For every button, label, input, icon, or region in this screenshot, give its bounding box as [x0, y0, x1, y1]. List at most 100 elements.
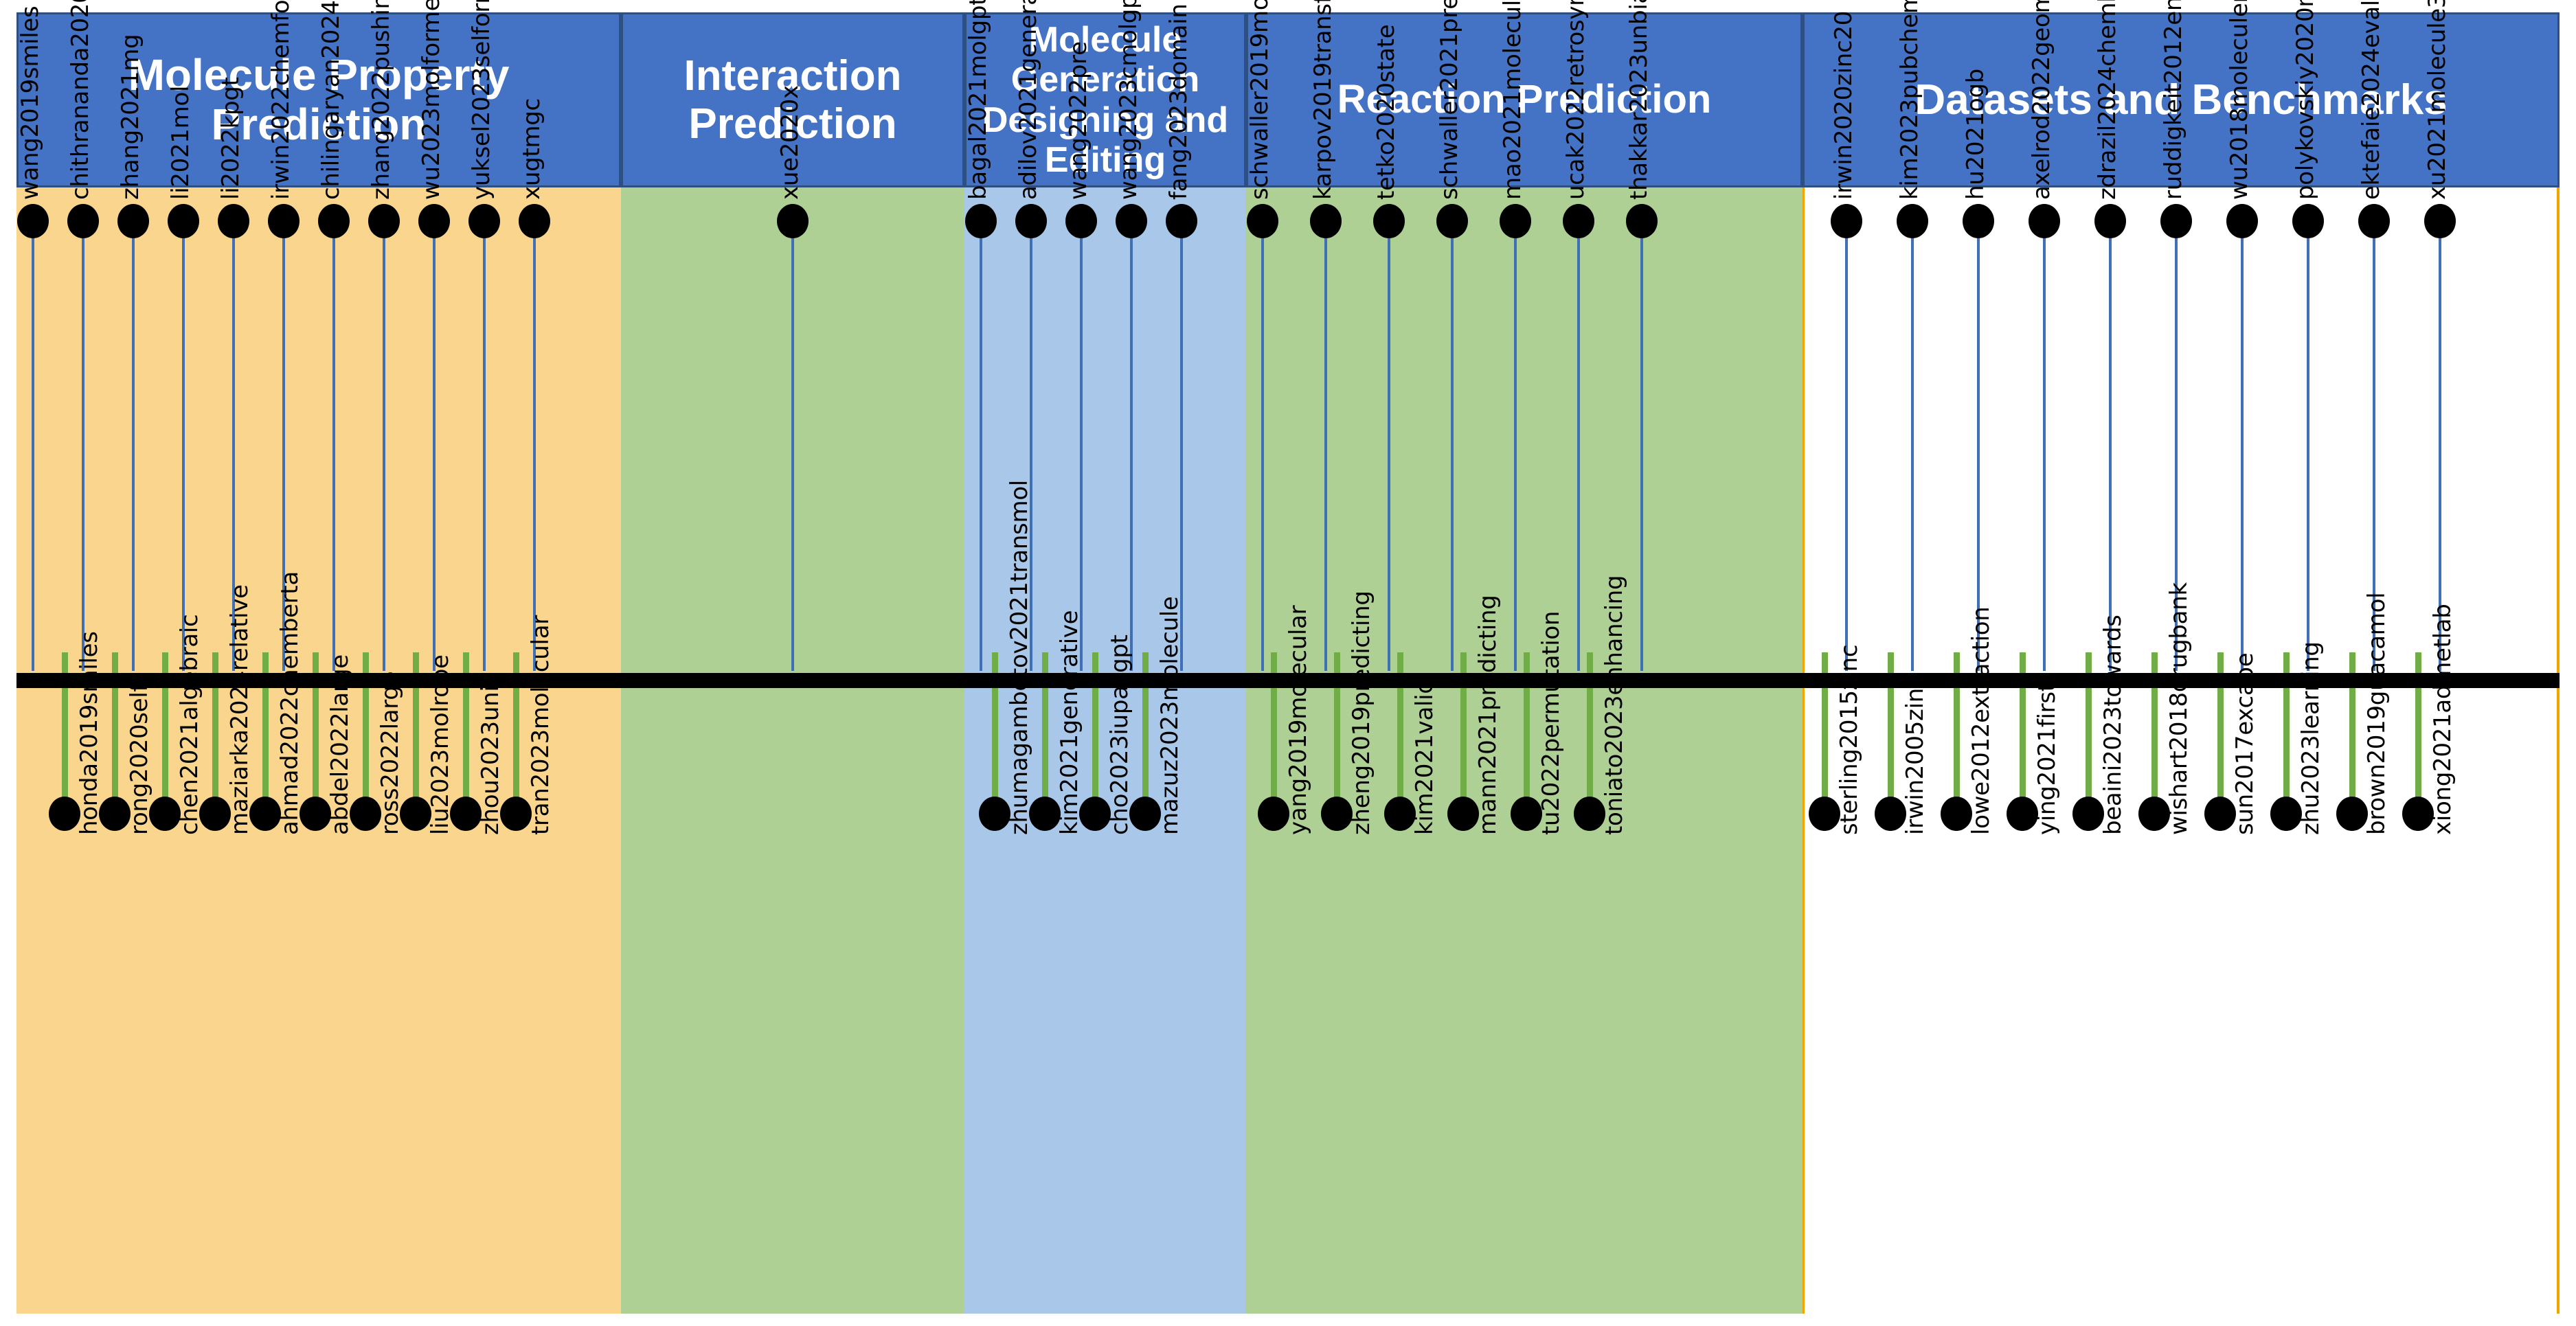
- node-label: xugtmgc: [518, 98, 545, 200]
- column-header-molecule-generation-designing-and-editing: Molecule Generation Designing and Editin…: [964, 12, 1246, 187]
- node-stem-down-icon: [162, 652, 168, 814]
- node-label: bagal2021molgpt: [964, 0, 992, 200]
- column-header-label: Datasets and Benchmarks: [1914, 76, 2448, 124]
- timeline-node-dot: [2094, 204, 2126, 238]
- node-stem-up-icon: [1130, 234, 1133, 671]
- node-stem-down-icon: [62, 652, 68, 814]
- timeline-node-dot: [418, 204, 450, 238]
- timeline-node-dot: [249, 797, 281, 831]
- timeline-node-dot: [117, 204, 149, 238]
- timeline-node-dot: [1626, 204, 1658, 238]
- timeline-node-dot: [268, 204, 300, 238]
- node-stem-up-icon: [483, 234, 486, 671]
- node-label: kim2023pubchem: [1896, 0, 1923, 200]
- node-stem-down-icon: [463, 652, 469, 814]
- node-label: toniato2023enhancing: [1601, 575, 1628, 835]
- node-stem-down-icon: [413, 652, 419, 814]
- node-stem-up-icon: [332, 234, 335, 671]
- node-stem-down-icon: [1271, 652, 1277, 814]
- node-label: lowe2012extraction: [1967, 606, 1995, 835]
- node-stem-up-icon: [1911, 234, 1914, 671]
- node-stem-down-icon: [1397, 652, 1403, 814]
- node-label: yang2019molecular: [1285, 605, 1312, 835]
- node-label: wu2023molformer: [418, 0, 445, 200]
- timeline-node-dot: [450, 797, 482, 831]
- node-stem-down-icon: [212, 652, 218, 814]
- node-stem-down-icon: [1954, 652, 1960, 814]
- node-label: ektefaie2024evaluating: [2358, 0, 2385, 200]
- node-stem-up-icon: [282, 234, 285, 671]
- timeline-node-dot: [1384, 797, 1416, 831]
- node-stem-up-icon: [32, 234, 34, 671]
- node-stem-down-icon: [513, 652, 519, 814]
- node-label: polykovskiy2020molecular: [2292, 0, 2319, 200]
- timeline-node-dot: [1511, 797, 1542, 831]
- column-panel-datasets-and-benchmarks: [1803, 187, 2560, 1314]
- timeline-node-dot: [1574, 797, 1605, 831]
- node-label: ucak2022retrosynthetic: [1562, 0, 1590, 200]
- timeline-node-dot: [1247, 204, 1278, 238]
- timeline-node-dot: [168, 204, 199, 238]
- node-label: thakkar2023unbiasing: [1625, 0, 1653, 200]
- timeline-node-dot: [199, 797, 231, 831]
- column-header-label: Interaction Prediction: [683, 52, 902, 148]
- node-label: beaini2023towards: [2099, 615, 2127, 835]
- column-header-molecule-property-prediction: Molecule Property Prediction: [16, 12, 621, 187]
- node-stem-down-icon: [1524, 652, 1530, 814]
- timeline-node-dot: [1029, 797, 1061, 831]
- node-label: fang2023domain: [1165, 3, 1193, 200]
- node-stem-up-icon: [132, 234, 135, 671]
- timeline-node-dot: [1963, 204, 1994, 238]
- node-stem-up-icon: [1514, 234, 1517, 671]
- node-stem-up-icon: [2307, 234, 2309, 671]
- node-stem-down-icon: [2151, 652, 2158, 814]
- timeline-node-dot: [2138, 797, 2170, 831]
- timeline-node-dot: [1875, 797, 1906, 831]
- node-label: chen2021algebraic: [176, 614, 203, 835]
- node-stem-up-icon: [1977, 234, 1980, 671]
- timeline-node-dot: [1897, 204, 1928, 238]
- node-label: karpov2019transformer: [1309, 0, 1337, 200]
- node-stem-up-icon: [1640, 234, 1643, 671]
- node-label: xu2021molecule3d: [2424, 0, 2451, 200]
- node-label: tu2022permutation: [1537, 610, 1565, 835]
- node-label: adilov2021generative: [1015, 0, 1042, 200]
- node-label: irwin2020zinc20: [1830, 10, 1857, 200]
- node-label: ruddigkeit2012enumeration: [2160, 0, 2187, 200]
- timeline-node-dot: [1941, 797, 1972, 831]
- timeline-node-dot: [1436, 204, 1468, 238]
- node-stem-up-icon: [232, 234, 235, 671]
- timeline-node-dot: [1166, 204, 1197, 238]
- node-stem-up-icon: [2241, 234, 2244, 671]
- node-label: brown2019guacamol: [2363, 592, 2391, 835]
- timeline-node-dot: [67, 204, 99, 238]
- timeline-node-dot: [468, 204, 500, 238]
- node-stem-down-icon: [992, 652, 998, 814]
- node-stem-up-icon: [1388, 234, 1390, 671]
- timeline-node-dot: [1310, 204, 1342, 238]
- timeline-node-dot: [218, 204, 249, 238]
- timeline-node-dot: [368, 204, 400, 238]
- node-stem-up-icon: [2439, 234, 2441, 671]
- node-stem-up-icon: [1180, 234, 1183, 671]
- node-label: xiong2021admetlab: [2429, 604, 2456, 835]
- node-label: zhang2021mg: [117, 34, 144, 200]
- node-label: zheng2019predicting: [1348, 591, 1375, 835]
- node-stem-up-icon: [980, 234, 982, 671]
- node-label: zdrazil2024chembl: [2094, 0, 2121, 200]
- timeline-node-dot: [1116, 204, 1147, 238]
- timeline-node-dot: [2402, 797, 2434, 831]
- node-stem-down-icon: [2086, 652, 2092, 814]
- node-stem-up-icon: [2109, 234, 2112, 671]
- node-label: zhu2023learning: [2297, 641, 2325, 835]
- timeline-node-dot: [2160, 204, 2192, 238]
- node-stem-down-icon: [112, 652, 118, 814]
- timeline-node-dot: [777, 204, 809, 238]
- timeline-axis-bar: [16, 673, 2560, 688]
- node-stem-down-icon: [1142, 652, 1149, 814]
- node-label: mazuz2023molecule: [1156, 596, 1184, 835]
- node-label: wu2018moleculenet: [2226, 0, 2253, 200]
- node-label: zhumagambetov2021transmol: [1006, 480, 1033, 835]
- node-stem-down-icon: [2020, 652, 2026, 814]
- node-label: axelrod2022geom: [2028, 0, 2055, 200]
